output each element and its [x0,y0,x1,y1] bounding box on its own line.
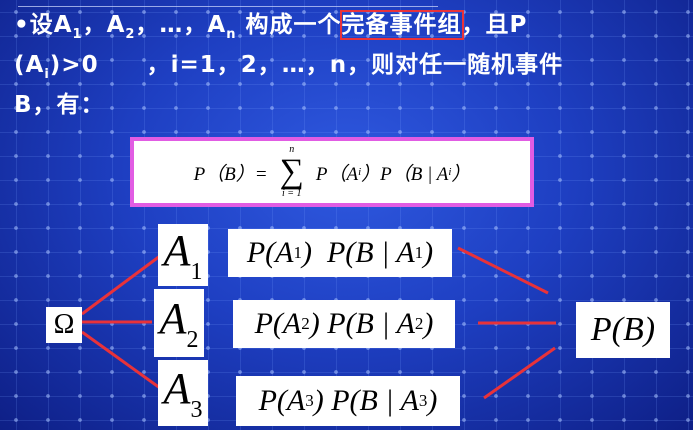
intro-sep-2: ，…，A [135,12,227,38]
sum-lower: i = 1 [281,188,302,199]
prob-b-given-a: P(B | A [327,307,415,340]
prob-b-sub: 1 [414,243,424,262]
formula-lhs: P（B）= [193,163,268,185]
prob-a-sub: 1 [293,243,302,262]
prob-a: P(A [254,307,302,340]
formula-term2-close: ） [451,163,471,185]
prob-a-close: ) [313,384,324,417]
event-letter: A [159,293,187,343]
prob-b-given-a: P(B | A [326,236,415,269]
omega-box: Ω [46,307,82,343]
prob-a-close: ) [309,307,320,340]
event-index: 2 [186,326,199,353]
prob-b-sub: 3 [418,391,428,410]
intro-text: •设A1，A2，…，An 构成一个完备事件组，且P (Ai)>0 ，i=1，2，…… [14,10,684,120]
sub-2: 2 [125,27,136,42]
result-pb: P(B) [590,311,656,348]
intro-mid: 构成一个 [245,12,342,38]
intro-line-1: •设A1，A2，…，An 构成一个完备事件组，且P [14,10,684,50]
sub-i: i [44,67,50,82]
event-letter: A [163,225,191,275]
intro-line-3: B，有： [14,92,105,118]
formula-term2: P（B | A [380,163,449,185]
prob-b-close: ) [423,307,434,340]
prob-b-close: ) [423,236,434,269]
link-a3-pb [483,346,556,400]
prob-b-sub: 2 [414,314,424,333]
event-a3-box: A3 [158,360,208,426]
formula-term1-sub: i [358,166,362,178]
result-pb-box: P(B) [576,302,670,358]
sub-1: 1 [72,27,83,42]
formula-term2-sub: i [448,166,452,178]
intro-sep-1: ，A [82,12,126,38]
sigma-icon: ∑ [279,153,304,190]
intro-prefix: 设A [29,12,73,38]
link-omega-a3 [81,330,161,390]
top-rule [18,6,438,7]
event-index: 3 [190,396,203,423]
event-a1-box: A1 [158,224,208,286]
prob-b-given-a: P(B | A [331,384,419,417]
prob-a-sub: 3 [305,391,314,410]
intro-line2-a: (A [14,52,45,78]
sum-upper: n [289,144,295,155]
formula-term1-close: ） [361,163,381,185]
link-omega-a1 [81,254,161,316]
prob-a-close: ) [301,236,312,269]
event-index: 1 [190,258,203,285]
bullet: • [14,12,30,38]
summation: n ∑ i = 1 [280,145,304,199]
formula-term1: P（A [315,163,359,185]
intro-line2-c: ，i=1，2，…，n，则对任一随机事件 [146,52,564,78]
complete-event-group-highlight: 完备事件组 [339,10,464,40]
omega-label: Ω [53,309,75,340]
link-a1-pb [457,246,549,295]
intro-tail: ，且P [461,12,528,38]
event-a2-box: A2 [154,289,204,357]
event-letter: A [163,363,191,413]
prob-a-sub: 2 [301,314,310,333]
intro-line2-b: )>0 [49,52,99,78]
prob-a: P(A [246,236,294,269]
prob-b-close: ) [427,384,438,417]
sub-n: n [226,27,237,42]
prob-a: P(A [258,384,306,417]
intro-line-2: (Ai)>0 ，i=1，2，…，n，则对任一随机事件 [14,50,684,90]
